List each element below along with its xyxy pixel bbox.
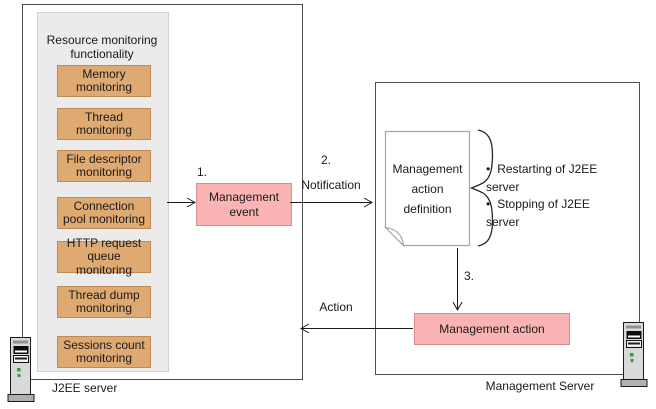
bullet-icon: • bbox=[486, 197, 491, 211]
management-server-computer-icon bbox=[620, 322, 648, 387]
step1-label: 1. bbox=[197, 165, 208, 179]
resource-monitoring-title: Resource monitoring functionality bbox=[46, 33, 158, 61]
monitor-box-memory: Memory monitoring bbox=[57, 65, 151, 97]
action-item-text: Restarting of J2EE server bbox=[486, 162, 598, 194]
bullet-icon: • bbox=[486, 162, 491, 176]
monitor-box-connection-pool: Connection pool monitoring bbox=[57, 197, 151, 229]
management-server-label: Management Server bbox=[485, 379, 595, 393]
management-event-box: Management event bbox=[196, 183, 292, 226]
management-server-box bbox=[375, 82, 640, 375]
step2-label: 2. bbox=[320, 153, 331, 167]
monitor-box-sessions-count: Sessions count monitoring bbox=[57, 336, 151, 368]
notification-label: Notification bbox=[301, 178, 361, 192]
j2ee-server-box bbox=[22, 4, 303, 380]
j2ee-server-computer-icon bbox=[7, 337, 35, 402]
management-action-definition-text: Management action definition bbox=[392, 162, 463, 216]
j2ee-server-label: J2EE server bbox=[52, 381, 118, 395]
list-item: •Restarting of J2EE server bbox=[486, 161, 620, 196]
management-action-box: Management action bbox=[414, 313, 570, 345]
monitor-box-http-request-queue: HTTP request queue monitoring bbox=[57, 236, 151, 277]
monitor-box-thread-dump: Thread dump monitoring bbox=[57, 286, 151, 318]
action-label: Action bbox=[319, 300, 353, 314]
monitor-box-file-descriptor: File descriptor monitoring bbox=[57, 150, 151, 182]
action-list: •Restarting of J2EE server •Stopping of … bbox=[486, 161, 620, 231]
list-item: •Stopping of J2EE server bbox=[486, 196, 620, 231]
action-item-text: Stopping of J2EE server bbox=[486, 197, 590, 229]
monitor-box-thread: Thread monitoring bbox=[57, 108, 151, 140]
step3-label: 3. bbox=[464, 269, 475, 283]
